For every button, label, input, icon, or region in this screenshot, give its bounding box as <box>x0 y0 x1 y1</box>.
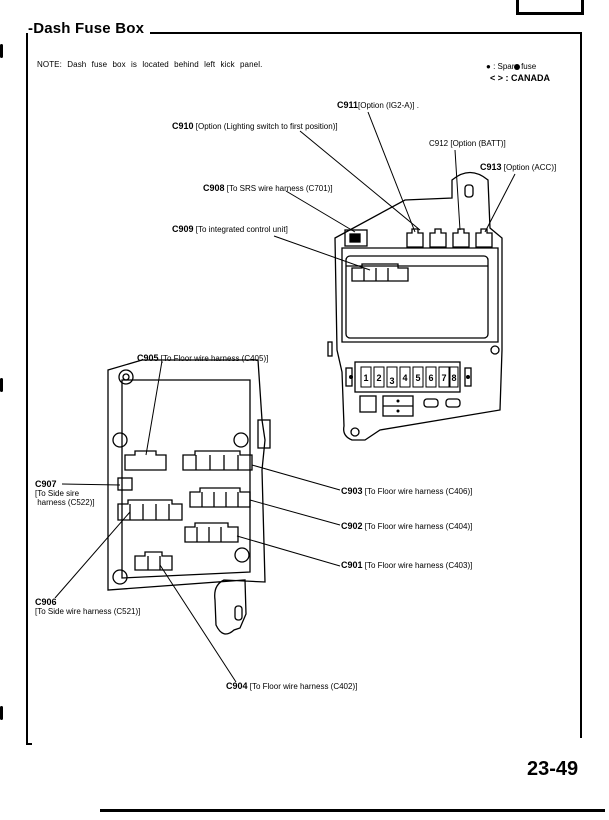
callout-code: C905 <box>137 353 159 363</box>
mounting-hole <box>118 369 134 385</box>
bottom-rule <box>100 809 605 812</box>
callout-code: C911 <box>337 100 359 110</box>
callout-code: C906 <box>35 597 57 607</box>
connector-c901-shape <box>184 522 239 543</box>
mounting-hole <box>350 427 360 437</box>
page-frame-bottom <box>26 743 32 745</box>
callout-desc: [To SRS wire harness (C701)] <box>226 184 333 193</box>
spare-fuse-slot <box>359 395 377 413</box>
callout-code: C903 <box>341 486 363 496</box>
callout-c913: C913 [Option (ACC)] <box>480 162 557 173</box>
callout-code: C902 <box>341 521 363 531</box>
upper-fuse-box-body <box>334 171 503 441</box>
corner-tab <box>516 0 584 15</box>
fuse-row <box>360 366 459 388</box>
callout-code: C907 <box>35 479 57 489</box>
fuse-number-5: 5 <box>415 373 420 383</box>
page-number: 23-49 <box>527 758 579 780</box>
callout-c901: C901 [To Floor wire harness (C403)] <box>341 560 473 571</box>
callout-desc: [To Floor wire harness (C405)] <box>160 354 269 363</box>
mounting-hole <box>234 547 250 563</box>
callout-desc-line2: harness (C522)] <box>37 498 95 507</box>
callout-c910: C910 [Option (Lighting switch to first p… <box>172 121 338 132</box>
connector-c907-shape <box>117 477 133 491</box>
location-note: NOTE: Dash fuse box is located behind le… <box>37 60 263 69</box>
binding-mark <box>0 44 3 58</box>
callout-code: C913 <box>480 162 502 172</box>
binding-mark <box>0 378 3 392</box>
callout-code: C909 <box>172 224 194 234</box>
callout-code: C912 <box>429 139 449 148</box>
callout-desc: [Option (BATT)] <box>450 139 506 148</box>
fuse-number-6: 6 <box>428 373 433 383</box>
mounting-hole <box>112 569 128 585</box>
lower-fuse-box-body <box>107 359 266 635</box>
callout-c903: C903 [To Floor wire harness (C406)] <box>341 486 473 497</box>
callout-desc: [To Side wire harness (C521)] <box>35 607 141 616</box>
connector-c905-shape <box>124 450 167 471</box>
callout-c906: C906[To Side wire harness (C521)] <box>35 597 141 617</box>
callout-c908: C908 [To SRS wire harness (C701)] <box>203 183 333 194</box>
spare-fuse-marker <box>466 375 470 379</box>
fuse-number-4: 4 <box>402 373 407 383</box>
callout-desc: [Option (Lighting switch to first positi… <box>195 122 338 131</box>
callout-desc: [Option (IG2-A)] . <box>358 101 419 110</box>
relay-cover <box>345 255 489 339</box>
fuse-number-2: 2 <box>376 373 381 383</box>
upper-fuse-box-inner-outline <box>341 247 499 343</box>
section-title: -Dash Fuse Box <box>28 20 145 37</box>
connector-c904-shape <box>134 551 173 571</box>
mounting-hole <box>490 345 500 355</box>
connector-c908-shape <box>344 229 368 247</box>
connector-c913-a-shape <box>452 228 470 248</box>
connector-c906-shape <box>117 499 183 521</box>
lower-fuse-box-inner-outline <box>121 379 251 579</box>
spare-fuse-marker <box>349 375 353 379</box>
callout-desc: [To Floor wire harness (C406)] <box>364 487 473 496</box>
callout-c905: C905 [To Floor wire harness (C405)] <box>137 353 269 364</box>
callout-desc: [Option (ACC)] <box>503 163 557 172</box>
fuse-number-7: 7 <box>441 373 446 383</box>
fuse-row-frame <box>354 361 461 393</box>
callout-c902: C902 [To Floor wire harness (C404)] <box>341 521 473 532</box>
callout-code: C904 <box>226 681 248 691</box>
callout-desc: [To Floor wire harness (C402)] <box>249 682 358 691</box>
page-frame-right <box>580 32 582 738</box>
callout-c911: C911[Option (IG2-A)] . <box>337 100 419 111</box>
mounting-hole <box>233 432 249 448</box>
fuse-number-1: 1 <box>363 373 368 383</box>
callout-code: C910 <box>172 121 194 131</box>
fuse-number-3: 3 <box>389 376 394 386</box>
callout-c907: C907[To Side sire harness (C522)] <box>35 479 95 508</box>
mounting-tab-slot <box>464 184 474 198</box>
legend-canada: < > : CANADA <box>490 73 551 83</box>
callout-c912: C912 [Option (BATT)] <box>429 139 506 148</box>
callout-c909: C909 [To integrated control unit] <box>172 224 288 235</box>
binding-mark <box>0 706 3 720</box>
fuse-number-8: 8 <box>451 373 456 383</box>
connector-c913-b-shape <box>475 228 493 248</box>
connector-c902-shape <box>189 487 251 508</box>
connector-c911-shape <box>406 228 424 248</box>
callout-desc: [To Floor wire harness (C403)] <box>364 561 473 570</box>
callout-code: C901 <box>341 560 363 570</box>
mounting-hole <box>112 432 128 448</box>
page-frame-top <box>150 32 582 34</box>
callout-code: C908 <box>203 183 225 193</box>
callout-desc: [To Floor wire harness (C404)] <box>364 522 473 531</box>
page-frame-left <box>26 33 28 745</box>
callout-desc: [To Side sire <box>35 489 80 498</box>
connector-c903-shape <box>182 450 253 471</box>
connector-c912-shape <box>429 228 447 248</box>
callout-desc: [To integrated control unit] <box>195 225 288 234</box>
callout-c904: C904 [To Floor wire harness (C402)] <box>226 681 358 692</box>
